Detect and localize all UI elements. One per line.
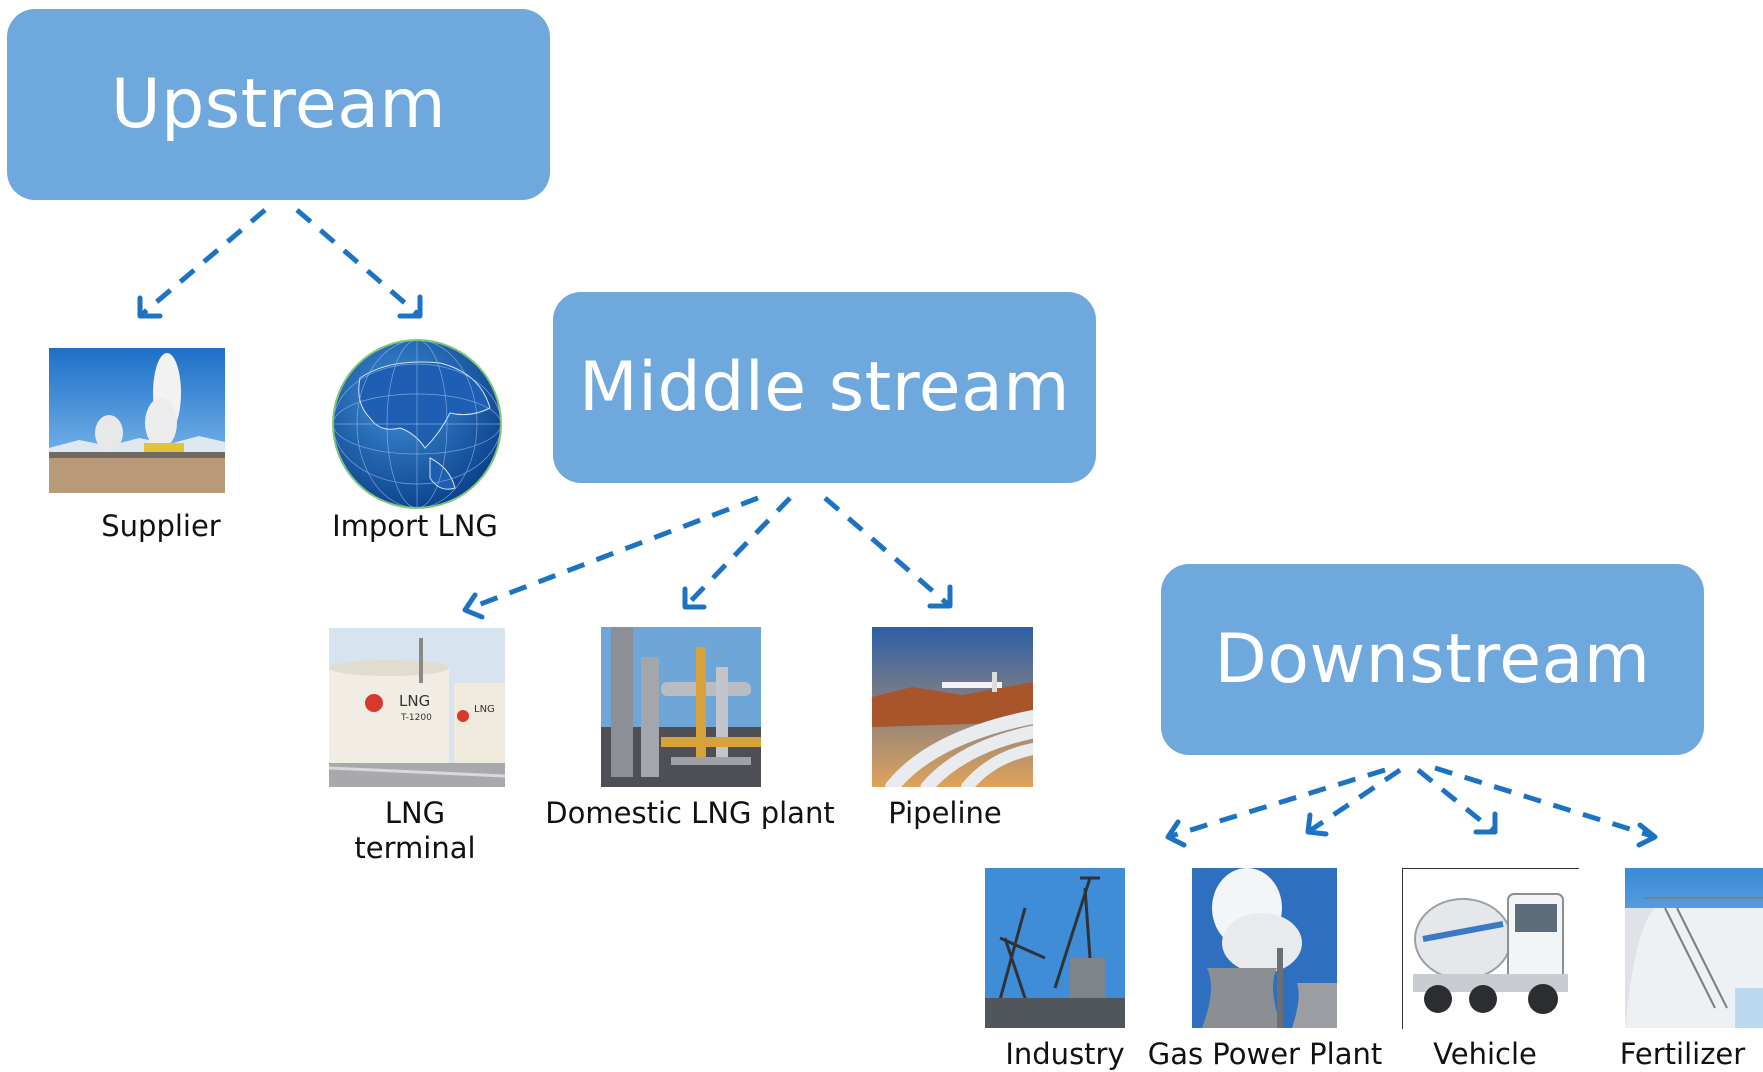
arrow-down-power bbox=[1306, 767, 1402, 835]
arrow-up-supplier bbox=[138, 208, 267, 318]
arrowhead-up-import bbox=[397, 294, 423, 319]
arrow-down-fertilizer bbox=[1434, 765, 1656, 840]
import-lng-label: Import LNG bbox=[332, 509, 498, 543]
arrow-mid-pipeline bbox=[823, 496, 952, 608]
arrowhead-down-fertilizer bbox=[1636, 822, 1658, 848]
downstream-label: Downstream bbox=[1214, 620, 1651, 699]
middle-stream-label: Middle stream bbox=[578, 348, 1071, 427]
fertilizer-label: Fertilizer bbox=[1619, 1037, 1746, 1071]
industry-label: Industry bbox=[1005, 1037, 1125, 1071]
lng-terminal-label-2: terminal bbox=[354, 831, 476, 865]
tank-main-text: LNG bbox=[399, 692, 430, 710]
domestic-lng-plant-photo bbox=[601, 627, 761, 787]
lng-terminal-label-1: LNG bbox=[384, 796, 446, 830]
upstream-label: Upstream bbox=[110, 65, 447, 144]
downstream-box: Downstream bbox=[1161, 564, 1704, 755]
arrowhead-down-power bbox=[1305, 812, 1329, 837]
arrow-mid-plant bbox=[683, 496, 792, 609]
fertilizer-photo bbox=[1625, 868, 1763, 1028]
supplier-photo bbox=[49, 348, 225, 493]
gas-power-plant-photo bbox=[1192, 868, 1337, 1028]
gas-power-plant-label: Gas Power Plant bbox=[1147, 1037, 1383, 1071]
upstream-box: Upstream bbox=[7, 9, 550, 200]
domestic-lng-plant-label: Domestic LNG plant bbox=[545, 796, 835, 830]
pipeline-photo bbox=[872, 627, 1033, 787]
vehicle-photo bbox=[1402, 868, 1579, 1029]
arrowhead-down-vehicle bbox=[1473, 811, 1498, 835]
tank-small-text: LNG bbox=[474, 704, 495, 715]
arrowhead-down-industry bbox=[1165, 819, 1187, 848]
arrow-down-industry bbox=[1167, 767, 1386, 840]
arrowhead-mid-pipeline bbox=[927, 584, 953, 609]
arrow-mid-terminal bbox=[464, 495, 759, 613]
middle-stream-box: Middle stream bbox=[553, 292, 1096, 483]
industry-photo bbox=[985, 868, 1125, 1028]
arrowhead-mid-plant bbox=[682, 586, 707, 610]
arrow-down-vehicle bbox=[1416, 768, 1497, 834]
arrow-up-import bbox=[295, 208, 422, 318]
lng-terminal-photo: LNG T-1200 LNG bbox=[329, 628, 505, 787]
arrowhead-up-supplier bbox=[137, 295, 163, 319]
pipeline-label: Pipeline bbox=[888, 796, 1002, 830]
vehicle-label: Vehicle bbox=[1433, 1037, 1537, 1071]
supplier-label: Supplier bbox=[101, 509, 221, 543]
tank-code-text: T-1200 bbox=[400, 713, 432, 723]
arrowhead-mid-terminal bbox=[462, 592, 485, 620]
import-lng-globe bbox=[330, 338, 505, 510]
